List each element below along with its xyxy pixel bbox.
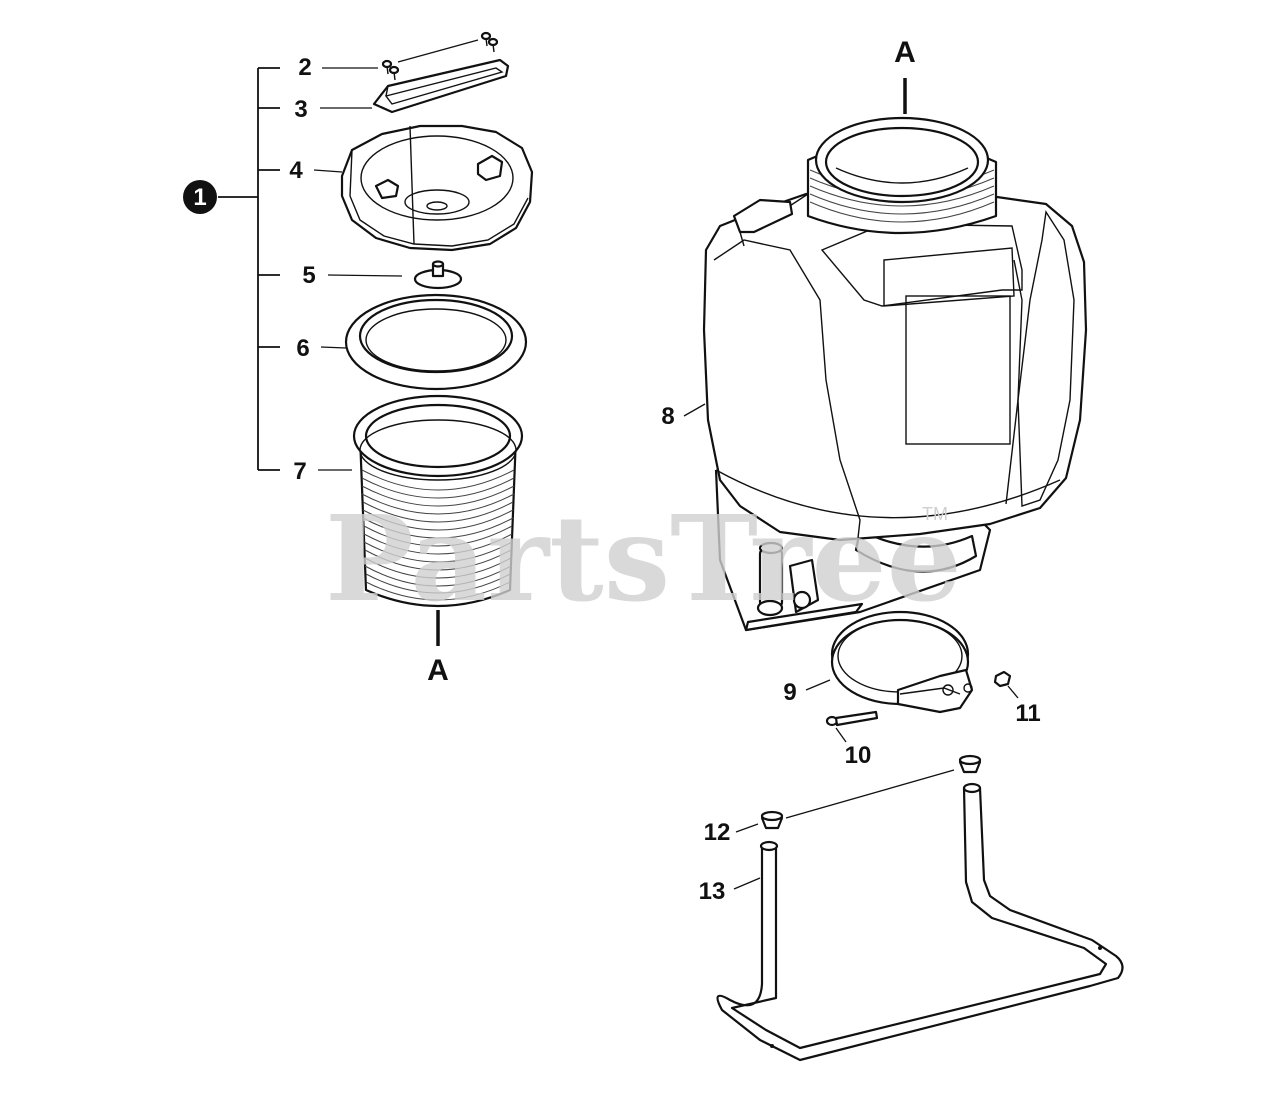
leader-lines-right [683,403,1019,890]
leader-lines-left [313,39,479,471]
svg-text:TM: TM [922,504,948,524]
label-2[interactable]: 2 [298,54,311,81]
frame-part-13[interactable] [716,782,1124,1062]
assembly-bracket [218,67,280,471]
bolt-part-10[interactable] [825,710,879,727]
plug-part-12[interactable] [760,754,982,830]
label-10[interactable]: 10 [845,742,872,769]
clamp-band-part-9[interactable] [830,610,974,714]
label-12[interactable]: 12 [704,819,731,846]
label-11[interactable]: 11 [1015,700,1040,727]
svg-text:1: 1 [193,184,206,211]
handle-part-3[interactable] [372,58,510,114]
watermark: PartsTree TM [325,489,962,628]
svg-text:PartsTree: PartsTree [325,489,962,628]
svg-text:A: A [894,36,916,69]
screw-part-2[interactable] [381,31,499,81]
label-8[interactable]: 8 [661,403,674,430]
valve-part-5[interactable] [413,260,463,290]
label-5[interactable]: 5 [302,262,315,289]
tank-part-8[interactable] [702,116,1088,632]
connection-marker-a-bottom: A [427,610,449,687]
nut-part-11[interactable] [993,670,1012,688]
callout-1[interactable]: 1 [183,180,217,214]
label-9[interactable]: 9 [783,679,796,706]
label-3[interactable]: 3 [294,96,307,123]
connection-marker-a-top: A [894,36,916,114]
label-7[interactable]: 7 [293,458,306,485]
svg-text:A: A [427,654,449,687]
label-6[interactable]: 6 [296,335,309,362]
strainer-part-7[interactable] [352,394,524,608]
seal-ring-part-6[interactable] [344,293,528,391]
lid-part-4[interactable] [340,124,534,252]
label-4[interactable]: 4 [289,157,303,184]
label-13[interactable]: 13 [699,878,726,905]
